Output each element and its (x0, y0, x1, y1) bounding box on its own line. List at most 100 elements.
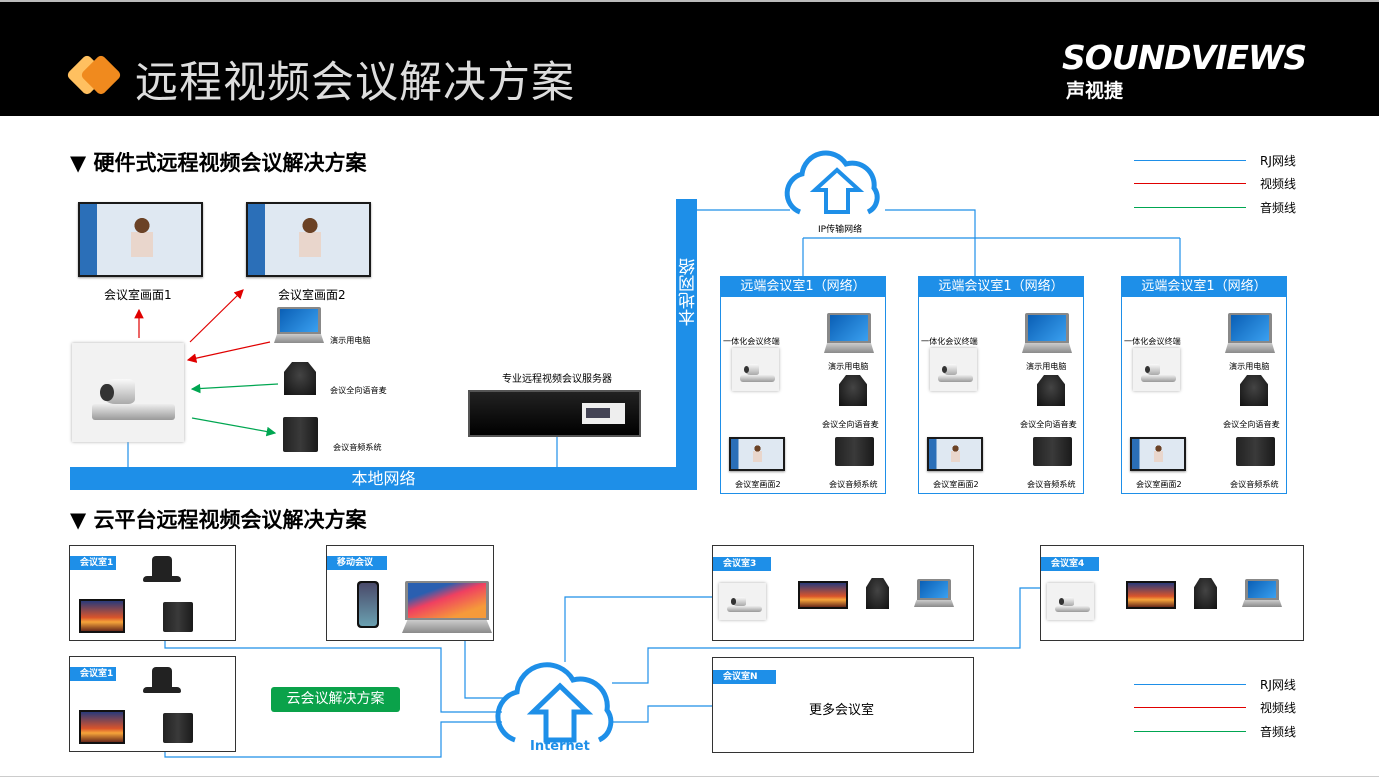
remote-room-2: 远端会议室1（网络） 一体化会议终端 演示用电脑 会议全向语音麦 会议室画面2 … (918, 276, 1084, 494)
screen-icon (729, 437, 785, 471)
remote-room-title: 远端会议室1（网络） (919, 277, 1083, 297)
tv-icon (798, 581, 848, 609)
speaker-icon (835, 437, 874, 466)
room-chip: 会议室3 (713, 557, 771, 571)
tv-icon (1126, 581, 1176, 609)
video-terminal-icon (1047, 583, 1094, 620)
camera-base (143, 576, 181, 582)
screen-2-label: 会议室画面2 (278, 288, 346, 302)
laptop-icon (1242, 579, 1282, 607)
terminal-label: 一体化会议终端 (921, 337, 978, 347)
mic-label: 会议全向语音麦 (1020, 420, 1077, 430)
room-chip: 会议室1 (70, 667, 116, 681)
screen-label: 会议室画面2 (933, 480, 979, 490)
terminal-label: 一体化会议终端 (1124, 337, 1181, 347)
camera-base (143, 687, 181, 693)
mic-label: 会议全向语音麦 (1223, 420, 1280, 430)
laptop-icon (914, 579, 954, 607)
laptop-icon (274, 307, 324, 343)
terminal-label: 一体化会议终端 (723, 337, 780, 347)
room-chip: 会议室4 (1041, 557, 1099, 571)
speaker-icon (1033, 437, 1072, 466)
video-terminal-icon (732, 348, 779, 391)
video-terminal-icon (930, 348, 977, 391)
laptop-icon (1225, 313, 1275, 353)
meeting-screen-2 (246, 202, 371, 277)
laptop-label: 演示用电脑 (1229, 362, 1270, 372)
screen-label: 会议室画面2 (735, 480, 781, 490)
microphone-icon (839, 375, 867, 406)
legend-label-0: RJ网线 (1260, 678, 1296, 692)
section-heading-hardware: ▼ 硬件式远程视频会议解决方案 (70, 151, 367, 175)
phone-icon (357, 581, 379, 628)
legend-line-2 (1134, 207, 1246, 208)
cloud-room-n: 会议室N 更多会议室 (712, 657, 974, 753)
legend-label-0: RJ网线 (1260, 154, 1296, 168)
microphone-icon (1240, 375, 1268, 406)
microphone-icon (866, 578, 889, 609)
microphone-icon (1037, 375, 1065, 406)
room-chip: 移动会议 (327, 556, 387, 570)
ip-network-label: IP传输网络 (818, 225, 863, 235)
laptop-label: 演示用电脑 (330, 336, 371, 346)
more-rooms-label: 更多会议室 (809, 703, 875, 718)
legend-line-1 (1134, 183, 1246, 184)
cloud-room-3: 会议室3 (712, 545, 974, 641)
microphone-icon (284, 362, 316, 395)
laptop-icon (1022, 313, 1072, 353)
header-bar: 远程视频会议解决方案 SOUNDVIEWS 声视捷 (0, 0, 1379, 116)
server-label: 专业远程视频会议服务器 (502, 374, 612, 385)
video-terminal-icon (719, 583, 766, 620)
speaker-label: 会议音频系统 (1027, 480, 1076, 490)
legend-label-2: 音频线 (1260, 201, 1297, 215)
speaker-label: 会议音频系统 (1230, 480, 1279, 490)
remote-room-3: 远端会议室1（网络） 一体化会议终端 演示用电脑 会议全向语音麦 会议室画面2 … (1121, 276, 1287, 494)
brand-logo-text: SOUNDVIEWS (1062, 38, 1307, 77)
local-network-vertical-bar: 本地网络 (676, 199, 699, 490)
remote-room-title: 远端会议室1（网络） (721, 277, 885, 297)
tv-icon (79, 599, 125, 633)
legend-line-2 (1134, 731, 1246, 732)
legend-line-1 (1134, 707, 1246, 708)
mic-label: 会议全向语音麦 (822, 420, 879, 430)
meeting-screen-1 (78, 202, 203, 277)
internet-label: Internet (530, 739, 590, 754)
speaker-icon (163, 713, 193, 743)
ptz-camera-icon (152, 556, 172, 578)
legend-label-2: 音频线 (1260, 725, 1297, 739)
laptop-icon (824, 313, 874, 353)
video-terminal-camera (72, 343, 184, 442)
legend-label-1: 视频线 (1260, 177, 1297, 191)
cloud-solution-button[interactable]: 云会议解决方案 (271, 687, 400, 712)
speaker-label: 会议音频系统 (829, 480, 878, 490)
laptop-label: 演示用电脑 (828, 362, 869, 372)
screen-icon (927, 437, 983, 471)
legend-line-0 (1134, 684, 1246, 685)
room-chip: 会议室N (713, 670, 776, 684)
screen-label: 会议室画面2 (1136, 480, 1182, 490)
speaker-label: 会议音频系统 (333, 443, 382, 453)
cloud-room-1: 会议室1 (69, 545, 236, 641)
legend-label-1: 视频线 (1260, 701, 1297, 715)
footer-divider (0, 776, 1379, 777)
local-network-bar: 本地网络 (70, 467, 697, 490)
remote-room-title: 远端会议室1（网络） (1122, 277, 1286, 297)
mic-label: 会议全向语音麦 (330, 386, 387, 396)
ptz-camera-icon (152, 667, 172, 689)
remote-room-1: 远端会议室1（网络） 一体化会议终端 演示用电脑 会议全向语音麦 会议室画面2 … (720, 276, 886, 494)
screen-icon (1130, 437, 1186, 471)
speaker-icon (283, 417, 318, 452)
section-heading-cloud: ▼ 云平台远程视频会议解决方案 (70, 508, 367, 532)
legend-line-0 (1134, 160, 1246, 161)
tv-icon (79, 710, 125, 744)
screen-1-label: 会议室画面1 (104, 288, 172, 302)
room-chip: 会议室1 (70, 556, 116, 570)
cloud-room-1b: 会议室1 (69, 656, 236, 752)
macbook-icon (402, 581, 492, 633)
speaker-icon (1236, 437, 1275, 466)
microphone-icon (1194, 578, 1217, 609)
brand-logo-cn: 声视捷 (1066, 80, 1124, 102)
cloud-icon (495, 150, 880, 743)
page-title: 远程视频会议解决方案 (135, 58, 575, 108)
video-terminal-icon (1133, 348, 1180, 391)
